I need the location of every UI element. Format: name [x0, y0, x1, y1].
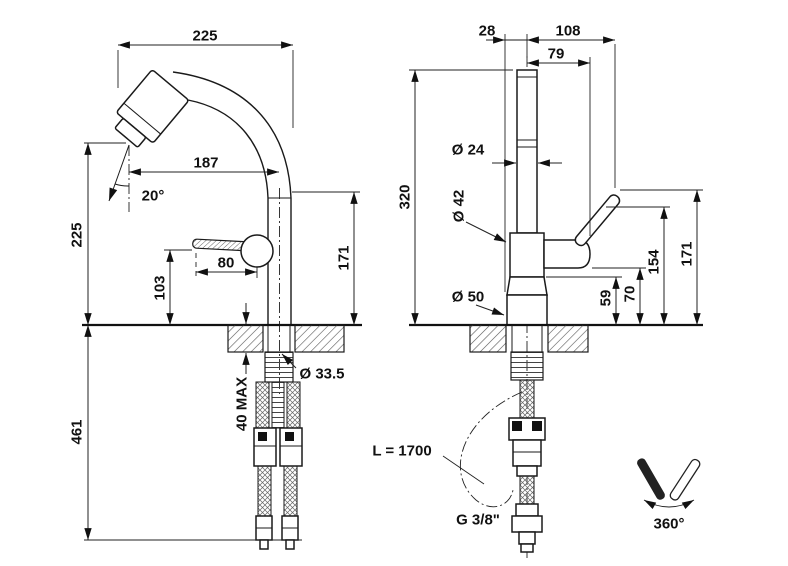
- front-view-dimensions: 28 108 79 320 Ø 24 Ø 42 Ø 50 154 171 59: [372, 23, 703, 533]
- front-view-faucet: [506, 56, 621, 558]
- spray-head: [114, 69, 189, 148]
- threaded-shank: [264, 351, 294, 383]
- spray-jet-arrow-icon: [109, 187, 118, 201]
- dim-spray-angle-label: 20°: [142, 188, 165, 205]
- dim-lever-top-height-label: 171: [679, 241, 696, 266]
- dim-under-counter-label: 461: [69, 419, 86, 444]
- dim-body-height-label: 171: [336, 245, 353, 270]
- dim-axis-offset-label: 28: [479, 23, 496, 40]
- dim-handle-span-label: 79: [548, 46, 565, 63]
- faucet-base: [506, 294, 548, 326]
- ball-joint: [240, 234, 274, 268]
- dim-top-width-label: 225: [192, 28, 217, 45]
- dim-hose-length-label: L = 1700: [372, 443, 431, 460]
- aerator: [114, 118, 146, 148]
- dim-handle-height-label: 103: [152, 275, 169, 300]
- spout-neck-outer: [172, 71, 292, 325]
- dim-handle-base-height-label: 154: [646, 249, 663, 275]
- spout-neck-inner: [187, 99, 269, 325]
- dim-swivel-angle-label: 360°: [653, 516, 684, 533]
- dim-thread-label: G 3/8": [456, 512, 500, 529]
- g38-connector: [515, 503, 539, 517]
- dim-counter-thickness-label: 40 MAX: [234, 377, 251, 431]
- dim-handle-reach-label: 80: [218, 255, 235, 272]
- dim-base-diameter-label: Ø 50: [452, 289, 485, 306]
- swivel-icon: [637, 458, 701, 510]
- front-view-counter: [409, 323, 703, 353]
- front-view-hose: [459, 325, 546, 553]
- swivel-arrow-icon: [643, 499, 695, 510]
- dim-hole-diameter-label: Ø 33.5: [299, 366, 344, 383]
- side-view-hoses: [253, 325, 303, 550]
- faucet-body: [509, 232, 545, 278]
- swivel-lever-outline-icon: [669, 458, 701, 501]
- side-view-counter: [82, 323, 362, 353]
- dim-body-diameter-label: Ø 42: [451, 190, 468, 223]
- dim-handle-clearance-label: 70: [622, 286, 639, 303]
- dim-spout-reach-label: 187: [193, 155, 218, 172]
- swivel-lever-solid-icon: [637, 458, 665, 500]
- dim-body-clearance-label: 59: [598, 290, 615, 307]
- dim-spout-diameter-label: Ø 24: [452, 142, 485, 159]
- handle-lever: [574, 194, 621, 247]
- dim-overall-height-label: 320: [397, 184, 414, 209]
- spout-column: [516, 69, 538, 234]
- pullout-hose-loop: [459, 391, 523, 508]
- side-view-dimensions: 225 187 20° 225 103 80 171 461 40 MAX Ø …: [69, 28, 360, 541]
- side-view-faucet: [108, 69, 292, 396]
- dim-spout-height-label: 225: [69, 222, 86, 247]
- dim-overall-width-label: 108: [555, 23, 580, 40]
